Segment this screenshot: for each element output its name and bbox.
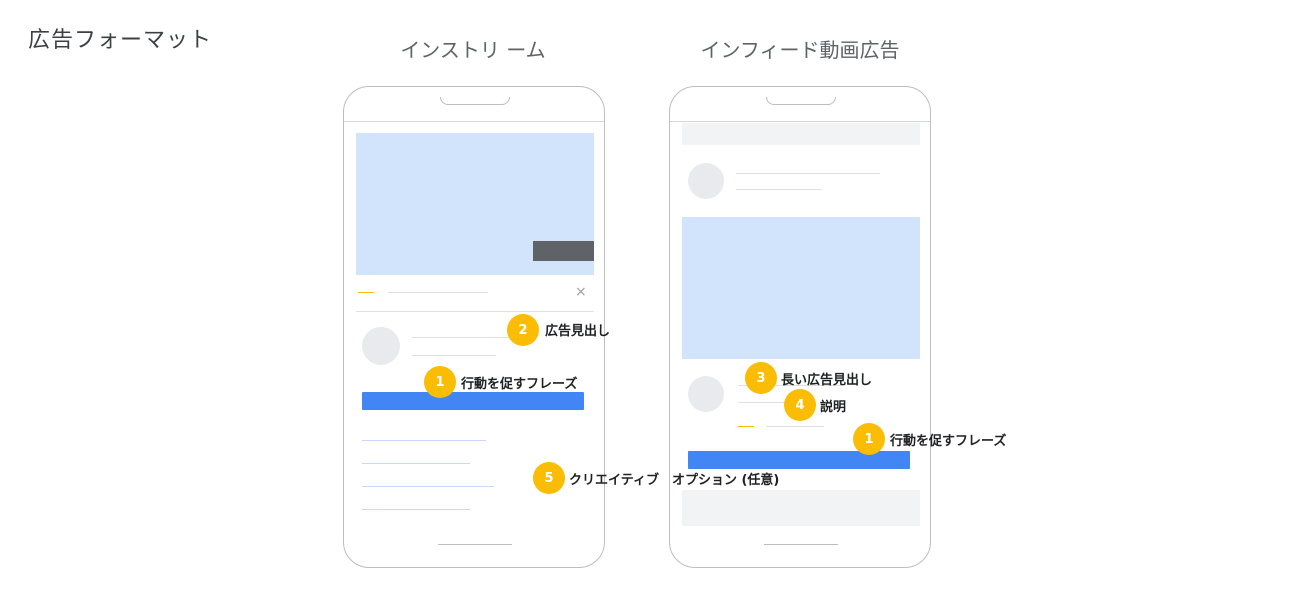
phone-speaker xyxy=(766,97,836,105)
callout-label: 長い広告見出し xyxy=(781,373,873,388)
phone-top-divider xyxy=(670,121,930,122)
phone-top-divider xyxy=(344,121,604,122)
subtext-placeholder-line xyxy=(412,355,496,356)
companion-line xyxy=(362,509,470,510)
callout-badge: 4 xyxy=(784,389,816,421)
callout-badge: 3 xyxy=(745,362,777,394)
callout-label: 行動を促すフレーズ xyxy=(890,434,1007,449)
divider xyxy=(356,311,594,312)
feed-placeholder-block xyxy=(682,123,920,145)
home-indicator xyxy=(764,544,838,545)
home-indicator xyxy=(438,544,512,545)
infeed-phone-mockup xyxy=(669,86,931,568)
instream-title: インストリ ーム xyxy=(400,38,546,62)
feed-placeholder-block xyxy=(682,490,920,526)
callout-badge: 5 xyxy=(533,462,565,494)
companion-line xyxy=(362,486,494,487)
instream-phone-mockup: × xyxy=(343,86,605,568)
avatar xyxy=(362,327,400,365)
skip-ad-button xyxy=(533,241,594,261)
ad-indicator-line xyxy=(738,426,754,427)
callout-badge: 1 xyxy=(853,423,885,455)
companion-line xyxy=(362,440,486,441)
close-icon: × xyxy=(575,284,587,300)
callout-label: 行動を促すフレーズ xyxy=(461,377,578,392)
callout-label: クリエイティブ オプション (任意) xyxy=(569,473,780,488)
long-headline-placeholder-line xyxy=(738,385,842,386)
url-placeholder-line xyxy=(766,426,824,427)
callout-label: 説明 xyxy=(820,400,847,415)
avatar xyxy=(688,163,724,199)
description-placeholder-line xyxy=(738,402,794,403)
infeed-title: インフィード動画広告 xyxy=(700,38,900,62)
callout-badge: 1 xyxy=(424,366,456,398)
url-placeholder-line xyxy=(388,292,488,293)
companion-line xyxy=(362,463,470,464)
callout-label: 広告見出し xyxy=(545,324,611,339)
headline-placeholder-line xyxy=(412,337,532,338)
callout-badge: 2 xyxy=(507,314,539,346)
page-title: 広告フォーマット xyxy=(28,28,213,53)
text-placeholder-line xyxy=(736,189,822,190)
phone-speaker xyxy=(440,97,510,105)
cta-button-placeholder xyxy=(688,451,910,469)
avatar xyxy=(688,376,724,412)
cta-button-placeholder xyxy=(362,392,584,410)
ad-indicator-line xyxy=(358,292,374,293)
text-placeholder-line xyxy=(736,173,880,174)
video-thumbnail-placeholder xyxy=(682,217,920,359)
